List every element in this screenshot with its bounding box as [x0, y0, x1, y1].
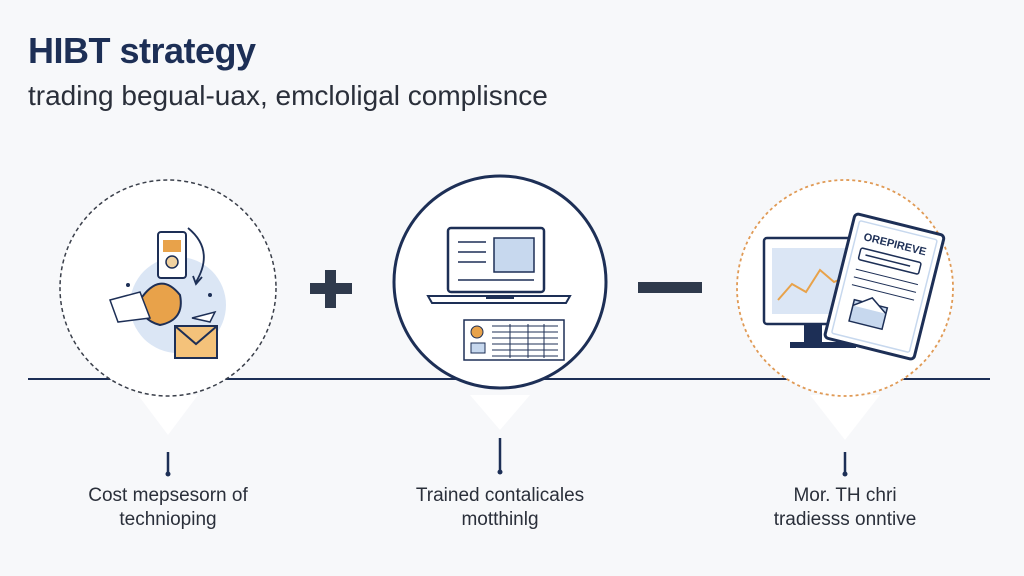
minus-operator	[638, 282, 702, 293]
page-subtitle: trading begual-uax, emcloligal complisnc…	[28, 80, 548, 111]
step-1-caption-line1: Cost mepsesorn of	[88, 485, 248, 506]
step-3-caption-line1: Mor. TH chri	[793, 485, 897, 506]
page-title: HIBT strategy	[28, 30, 256, 71]
tick-1-dot	[165, 471, 171, 477]
step-2-caption-line1: Trained contalicales	[415, 485, 585, 506]
step-1-group	[59, 179, 277, 397]
step-3-group: OREPIREVE	[736, 179, 954, 397]
tick-2-dot	[497, 469, 503, 475]
step-1-caption-line2: technioping	[119, 509, 217, 530]
step-2-caption-line2: motthinlg	[461, 509, 539, 530]
step-3-caption-line2: tradiesss onntive	[773, 509, 917, 530]
step-2-caption: Trained contalicales motthinlg	[380, 484, 620, 532]
step-3-caption: Mor. TH chri tradiesss onntive	[725, 484, 965, 532]
pointer-2	[470, 395, 530, 430]
step-2-group	[392, 174, 608, 390]
compliance-document-icon: OREPIREVE	[762, 212, 946, 361]
step-1-caption: Cost mepsesorn of technioping	[48, 484, 288, 532]
tick-3-dot	[842, 471, 848, 477]
strategy-icon	[109, 227, 226, 359]
pointer-3	[810, 395, 880, 440]
laptop-icon	[426, 226, 572, 361]
plus-operator	[310, 270, 352, 308]
pointer-1	[138, 395, 198, 435]
